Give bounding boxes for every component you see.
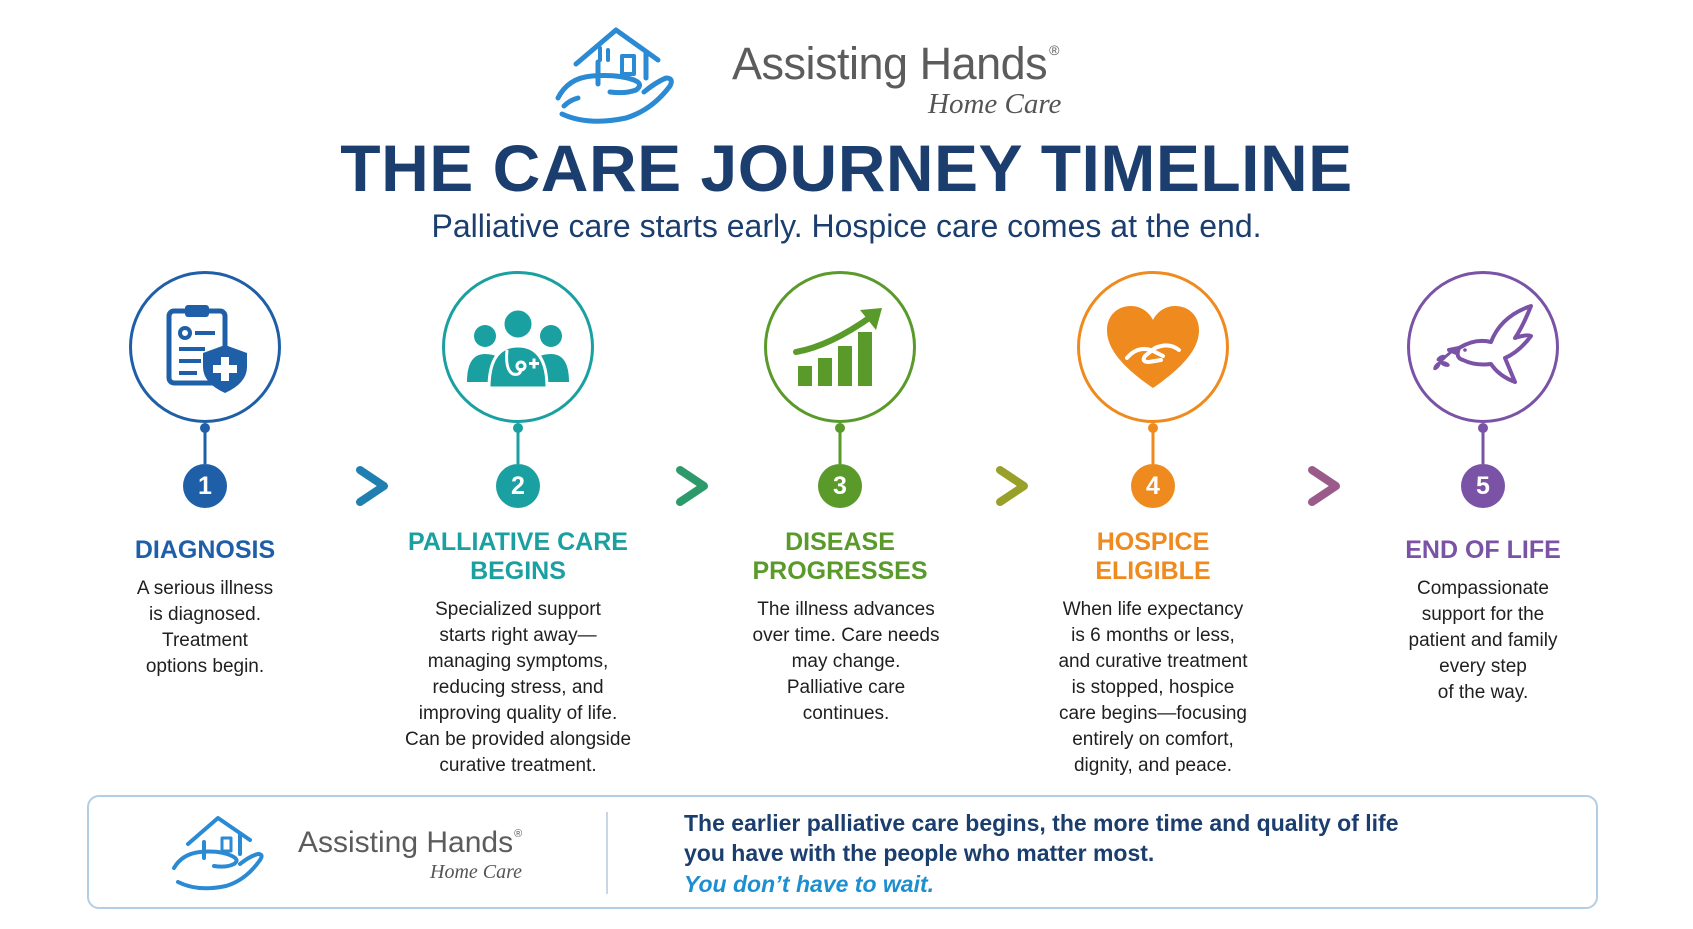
step-3-icon-circle: [764, 271, 916, 423]
care-team-icon: [467, 307, 569, 390]
footer-message-line-1: The earlier palliative care begins, the …: [684, 810, 1399, 836]
footer-callout: [87, 795, 1598, 909]
step-1-number: 1: [183, 464, 227, 508]
dove-icon: [1433, 304, 1533, 384]
footer-emphasis: You don’t have to wait.: [684, 871, 935, 897]
arrow-1-icon: [356, 466, 388, 506]
step-3-number: 3: [818, 464, 862, 508]
logo-top: [555, 27, 674, 124]
step-4-description: When life expectancy is 6 months or less…: [1058, 599, 1248, 776]
step-1-description: A serious illness is diagnosed. Treatmen…: [136, 578, 274, 677]
step-1-title: DIAGNOSIS: [134, 536, 276, 564]
step-2-number: 2: [496, 464, 540, 508]
step-3-title: DISEASE PROGRESSES: [752, 528, 928, 585]
brand-subtitle: Home Care: [928, 88, 1062, 120]
page-subtitle: Palliative care starts early. Hospice ca…: [431, 208, 1262, 244]
step-1-icon-circle: [129, 271, 281, 423]
page-title: THE CARE JOURNEY TIMELINE: [340, 131, 1353, 205]
clipboard-shield-icon: [166, 305, 247, 393]
step-4-icon-circle: [1077, 271, 1229, 423]
footer-message-line-2: you have with the people who matter most…: [684, 840, 1155, 866]
brand-name: Assisting Hands®: [732, 38, 1059, 89]
arrow-4-icon: [1308, 466, 1340, 506]
house-hand-logo-icon: [555, 27, 674, 124]
footer-logo: [172, 816, 264, 891]
footer-registered-mark: ®: [514, 828, 523, 840]
arrow-2-icon: [676, 466, 708, 506]
footer-brand-name: Assisting Hands®: [298, 826, 523, 859]
step-2-icon-circle: [442, 271, 594, 423]
step-4-number: 4: [1131, 464, 1175, 508]
step-5-description: Compassionate support for the patient an…: [1408, 578, 1558, 703]
step-4-title: HOSPICE ELIGIBLE: [1095, 528, 1211, 585]
footer-divider: [606, 812, 608, 894]
rising-chart-icon: [793, 308, 882, 386]
step-2-description: Specialized support starts right away— m…: [404, 599, 632, 776]
house-hand-logo-icon: [172, 816, 264, 891]
arrow-3-icon: [996, 466, 1028, 506]
heart-hands-icon: [1107, 306, 1199, 388]
step-5-title: END OF LIFE: [1405, 536, 1561, 564]
registered-mark: ®: [1049, 42, 1059, 58]
step-3-description: The illness advances over time. Care nee…: [752, 599, 940, 724]
step-5-icon-circle: [1407, 271, 1559, 423]
footer-brand-subtitle: Home Care: [430, 861, 523, 883]
step-5-number: 5: [1461, 464, 1505, 508]
step-2-title: PALLIATIVE CARE BEGINS: [408, 528, 628, 585]
